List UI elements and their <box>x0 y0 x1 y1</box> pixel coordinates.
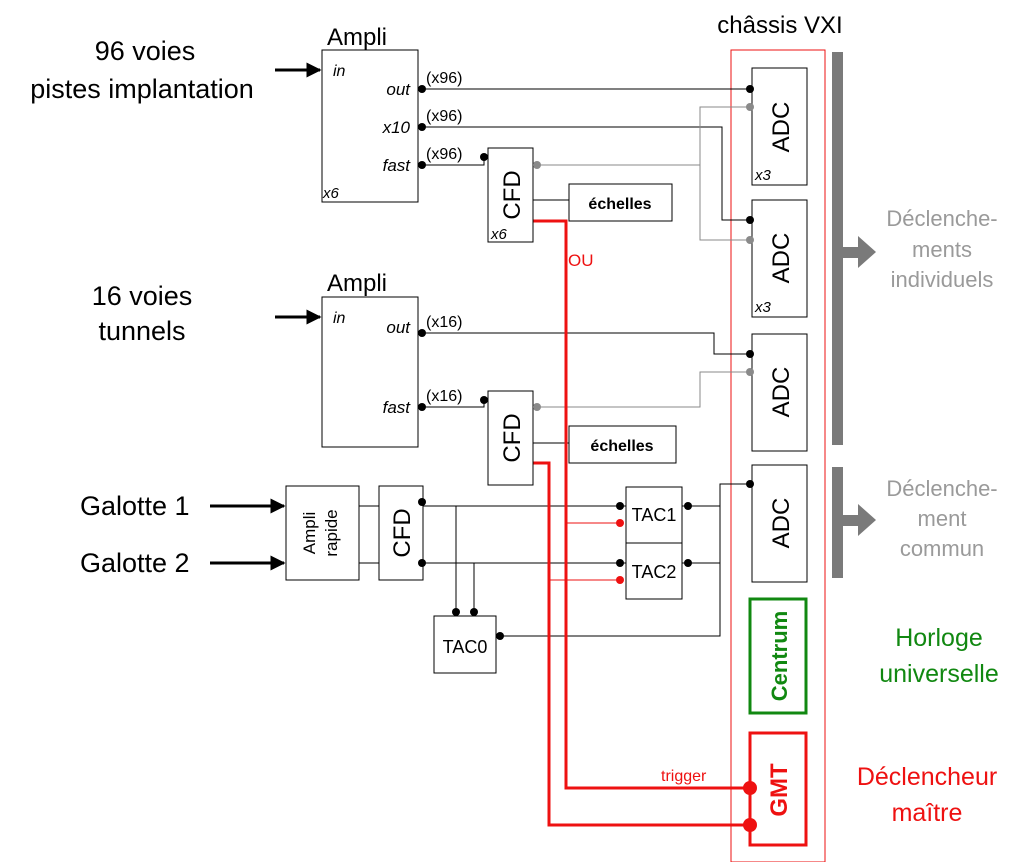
commun-line2: ment <box>918 506 967 531</box>
ampli-top-fast: fast <box>383 156 412 175</box>
adc1-label: ADC <box>768 102 795 153</box>
adc2-box <box>751 199 808 318</box>
individuels-line3: individuels <box>891 267 994 292</box>
commun-line1: Déclenche- <box>886 476 997 501</box>
adc4-box <box>751 464 808 583</box>
cfd-galotte-label: CFD <box>389 508 416 557</box>
input-galotte2: Galotte 2 <box>80 548 190 578</box>
chassis-title: châssis VXI <box>717 12 842 39</box>
input-tunnels-line1: 16 voies <box>92 281 193 311</box>
cfd-top-mult: x6 <box>490 226 508 243</box>
individuels-line1: Déclenche- <box>886 206 997 231</box>
ampli-top-mult: x6 <box>322 185 340 202</box>
gray-connection-dots <box>533 103 754 411</box>
gray-wires <box>537 106 750 408</box>
maitre-line1: Déclencheur <box>857 763 997 791</box>
vxi-chassis-frame <box>730 49 826 862</box>
input-tunnels-line2: tunnels <box>98 316 185 346</box>
tac0-box <box>433 615 497 674</box>
red-tac-wires <box>549 522 620 581</box>
bus-individuels <box>832 52 876 445</box>
black-connection-dots <box>418 85 754 640</box>
centrum-label: Centrum <box>767 611 792 701</box>
ampli-mid-title: Ampli <box>327 270 387 297</box>
ampli-top-x10: x10 <box>382 118 411 137</box>
tac2-box <box>625 542 683 600</box>
input-pistes-line2: pistes implantation <box>30 74 254 104</box>
ampli-top-box <box>321 49 419 203</box>
commun-line3: commun <box>900 536 984 561</box>
red-trigger-wires <box>533 219 750 827</box>
adc4-label: ADC <box>768 498 795 549</box>
cfd-mid-box <box>487 390 534 486</box>
count-96-out: (x96) <box>426 70 462 87</box>
ou-label: OU <box>568 251 594 270</box>
ampli-top-title: Ampli <box>327 24 387 51</box>
input-galotte1: Galotte 1 <box>80 491 190 521</box>
individuels-line2: ments <box>912 237 972 262</box>
input-pistes-line1: 96 voies <box>95 36 196 66</box>
bus-commun <box>832 467 876 578</box>
tac2-label: TAC2 <box>632 562 677 582</box>
tac1-label: TAC1 <box>632 505 677 525</box>
echelles-top-label: échelles <box>588 196 651 213</box>
ampli-mid-out: out <box>386 318 411 337</box>
adc1-mult: x3 <box>754 167 772 184</box>
echelles-top-box <box>568 183 673 222</box>
adc2-label: ADC <box>768 233 795 284</box>
ampli-mid-in: in <box>333 310 346 327</box>
horloge-line1: Horloge <box>895 624 983 652</box>
adc3-box <box>751 333 808 452</box>
count-96-x10: (x96) <box>426 108 462 125</box>
count-16-fast: (x16) <box>426 388 462 405</box>
echelles-mid-box <box>568 425 677 464</box>
cfd-galotte-box <box>378 485 424 581</box>
horloge-line2: universelle <box>879 660 999 688</box>
ampli-mid-fast: fast <box>383 398 412 417</box>
cfd-mid-label: CFD <box>499 413 526 462</box>
ampli-top-in: in <box>333 63 346 80</box>
gmt-label: GMT <box>766 763 793 817</box>
count-96-fast: (x96) <box>426 146 462 163</box>
cfd-top-box <box>487 147 534 243</box>
adc1-box <box>751 67 808 186</box>
adc2-mult: x3 <box>754 299 772 316</box>
gmt-box <box>748 731 808 847</box>
ampli-mid-box <box>321 296 419 448</box>
ampli-rapide-box <box>285 485 360 581</box>
count-16-out: (x16) <box>426 314 462 331</box>
black-wires <box>359 88 750 637</box>
echelles-mid-label: échelles <box>590 438 653 455</box>
trigger-label: trigger <box>661 768 707 785</box>
maitre-line2: maître <box>892 799 963 827</box>
ampli-rapide-line1: Ampli <box>300 512 319 555</box>
cfd-top-label: CFD <box>499 170 526 219</box>
tac0-label: TAC0 <box>443 637 488 657</box>
red-connection-dots <box>616 519 757 832</box>
adc3-label: ADC <box>768 367 795 418</box>
ampli-top-out: out <box>386 80 411 99</box>
centrum-box <box>748 597 808 715</box>
ampli-rapide-line2: rapide <box>322 509 341 556</box>
